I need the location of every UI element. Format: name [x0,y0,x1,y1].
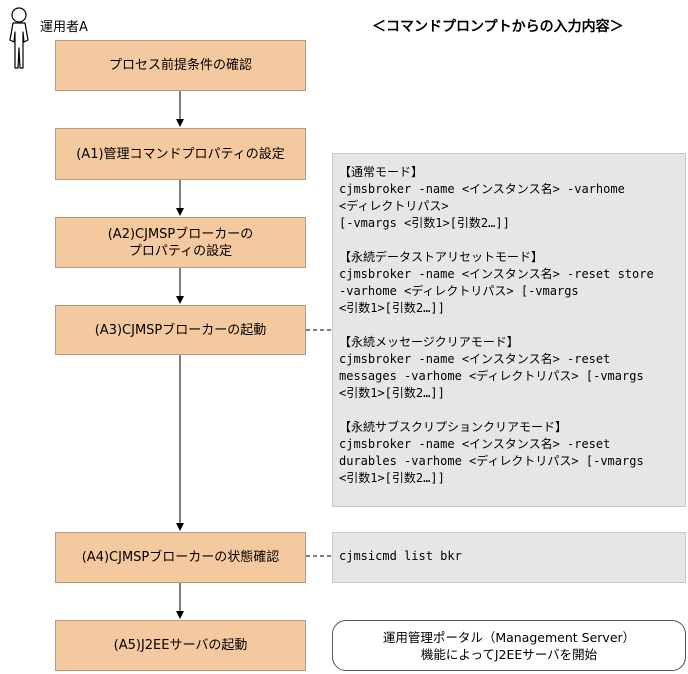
command-block-reset-messages: 【永続メッセージクリアモード】 cjmsbroker -name <インスタンス… [339,334,685,402]
command-heading: 【永続メッセージクリアモード】 [339,335,519,349]
status-command-panel: cjmsicmd list bkr [332,532,686,583]
status-command-text: cjmsicmd list bkr [339,549,462,563]
command-line: <引数1>[引数2…]] [339,471,445,485]
section-title: ＜コマンドプロンプトからの入力内容＞ [372,19,624,35]
command-heading: 【永続サブスクリプションクリアモード】 [339,420,568,434]
command-block-reset-store: 【永続データストアリセットモード】 cjmsbroker -name <インスタ… [339,249,685,317]
command-line: <引数1>[引数2…]] [339,386,445,400]
command-block-normal: 【通常モード】 cjmsbroker -name <インスタンス名> -varh… [339,164,685,232]
command-line: cjmsbroker -name <インスタンス名> -reset store [339,267,654,281]
step-prerequisite-check: プロセス前提条件の確認 [55,40,306,91]
command-line: cjmsbroker -name <インスタンス名> -varhome [339,182,625,196]
command-heading: 【永続データストアリセットモード】 [339,250,544,264]
command-line: [-vmargs <引数1>[引数2…]] [339,216,510,230]
command-line: cjmsbroker -name <インスタンス名> -reset [339,352,611,366]
operator-label: 運用者A [40,20,88,35]
command-line: -varhome <ディレクトリパス> [-vmargs [339,284,579,298]
step-a3-broker-start: (A3)CJMSPブローカーの起動 [55,305,306,355]
command-line: cjmsbroker -name <インスタンス名> -reset [339,437,611,451]
command-line: <ディレクトリパス> [339,199,449,213]
step-a1-admin-command-properties: (A1)管理コマンドプロパティの設定 [55,128,306,180]
management-portal-note: 運用管理ポータル（Management Server） 機能によってJ2EEサー… [332,620,686,671]
step-a2-broker-properties: (A2)CJMSPブローカーの プロパティの設定 [55,217,306,268]
command-block-reset-durables: 【永続サブスクリプションクリアモード】 cjmsbroker -name <イン… [339,419,685,487]
command-line: messages -varhome <ディレクトリパス> [-vmargs [339,369,644,383]
operator-person-icon [9,7,29,69]
step-a4-broker-status-check: (A4)CJMSPブローカーの状態確認 [55,532,306,583]
command-line: durables -varhome <ディレクトリパス> [-vmargs [339,454,644,468]
step-a5-j2ee-server-start: (A5)J2EEサーバの起動 [55,620,306,671]
portal-note-line: 機能によってJ2EEサーバを開始 [420,646,598,662]
portal-note-line: 運用管理ポータル（Management Server） [382,629,636,645]
command-line: <引数1>[引数2…]] [339,301,445,315]
command-heading: 【通常モード】 [339,165,424,179]
startup-command-panel: 【通常モード】 cjmsbroker -name <インスタンス名> -varh… [332,153,686,507]
